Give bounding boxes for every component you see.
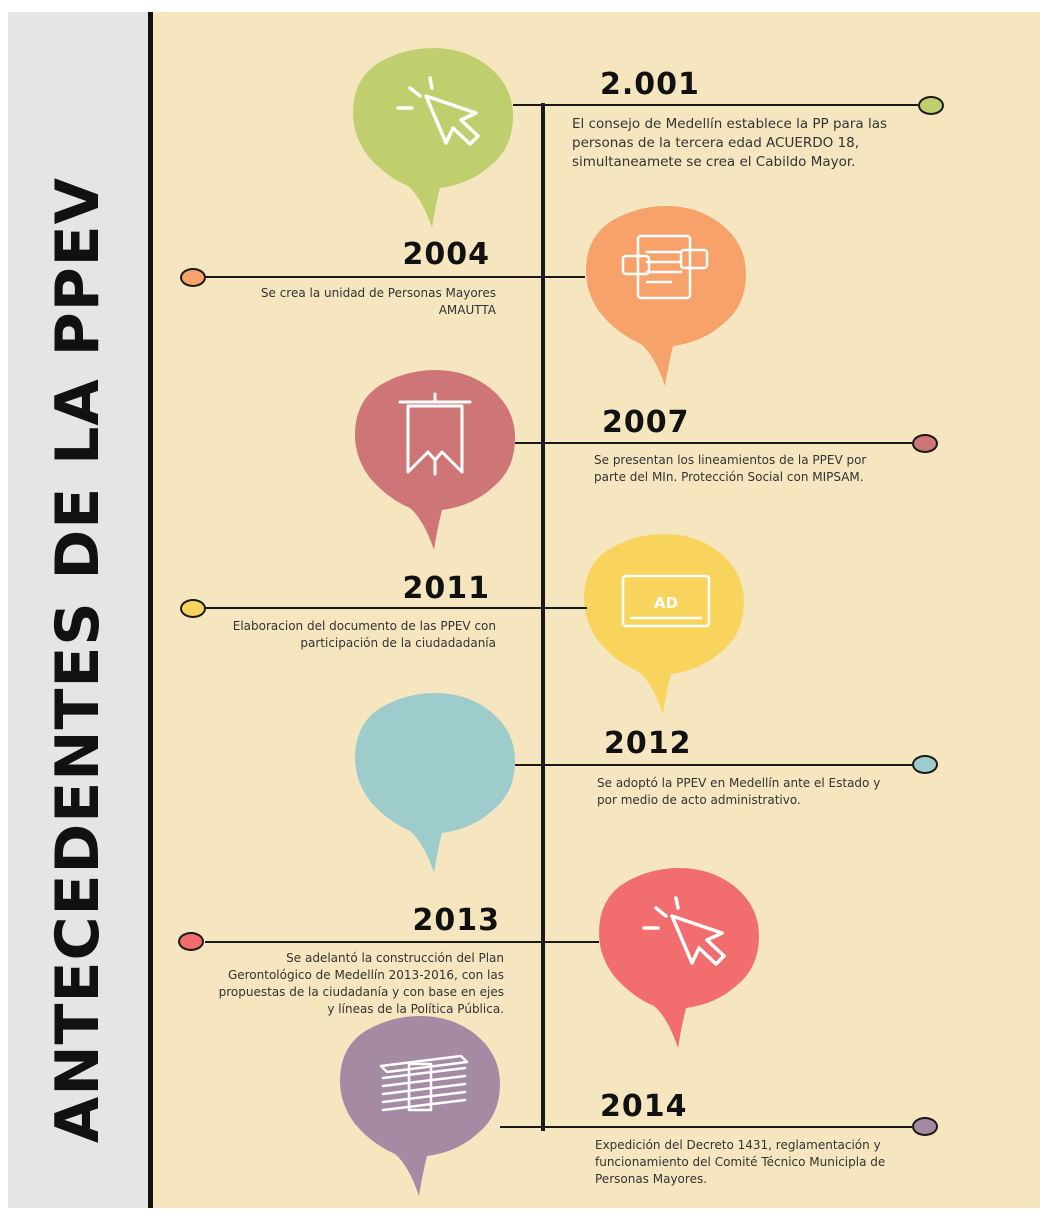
connector-line-2013 bbox=[205, 941, 599, 943]
bubble-shape bbox=[586, 206, 746, 386]
ad-screen-icon bbox=[621, 574, 711, 628]
page-title: ANTECEDENTES DE LA PPEV bbox=[43, 176, 113, 1144]
event-text-2012: Se adoptó la PPEV en Medellín ante el Es… bbox=[597, 776, 881, 807]
timeline-dot-2004 bbox=[180, 268, 206, 287]
timeline-dot-2013 bbox=[178, 932, 204, 951]
timeline-bubble-2014 bbox=[337, 1016, 503, 1202]
event-year-2001: 2.001 bbox=[600, 67, 700, 102]
cursor-click-icon bbox=[642, 896, 726, 966]
document-chat-icon bbox=[621, 234, 709, 300]
event-year-2014: 2014 bbox=[600, 1089, 688, 1124]
banner-icon bbox=[398, 392, 472, 476]
cursor-click-icon bbox=[396, 76, 480, 146]
timeline-dot-2011 bbox=[180, 599, 206, 618]
connector-line-2004 bbox=[205, 276, 585, 278]
timeline-bubble-2004 bbox=[583, 206, 749, 392]
event-text-2013: Se adelantó la construcción del Plan Ger… bbox=[218, 951, 504, 1016]
event-year-2012: 2012 bbox=[604, 726, 692, 761]
event-year-2007: 2007 bbox=[602, 405, 690, 440]
timeline-bubble-2013 bbox=[596, 868, 762, 1054]
sidebar-divider bbox=[148, 12, 153, 1208]
title-sidebar bbox=[8, 12, 148, 1208]
timeline-bubble-2007 bbox=[352, 370, 518, 556]
event-text-2004: Se crea la unidad de Personas Mayores AM… bbox=[260, 286, 496, 317]
bubble-shape bbox=[353, 48, 513, 228]
connector-line-2007 bbox=[515, 442, 912, 444]
money-stack-icon bbox=[379, 1054, 469, 1112]
timeline-dot-2012 bbox=[912, 755, 938, 774]
event-text-2014: Expedición del Decreto 1431, reglamentac… bbox=[595, 1138, 886, 1186]
connector-line-2014 bbox=[500, 1126, 912, 1128]
event-text-2001: El consejo de Medellín establece la PP p… bbox=[572, 116, 887, 170]
bubble-shape bbox=[355, 693, 515, 873]
event-text-2011: Elaboracion del documento de las PPEV co… bbox=[232, 619, 496, 650]
connector-line-2012 bbox=[515, 764, 912, 766]
timeline-bubble-2001 bbox=[350, 48, 516, 234]
event-year-2011: 2011 bbox=[402, 571, 490, 606]
timeline-dot-2001 bbox=[918, 96, 944, 115]
bubble-shape bbox=[584, 534, 744, 714]
event-year-2013: 2013 bbox=[412, 903, 500, 938]
ad-icon-label: AD bbox=[654, 594, 678, 612]
timeline-dot-2007 bbox=[912, 434, 938, 453]
connector-line-2001 bbox=[513, 104, 918, 106]
timeline-bubble-2012 bbox=[352, 693, 518, 879]
timeline-bubble-2011: AD bbox=[581, 534, 747, 720]
timeline-dot-2014 bbox=[912, 1117, 938, 1136]
event-text-2007: Se presentan los lineamientos de la PPEV… bbox=[594, 453, 867, 484]
connector-line-2011 bbox=[205, 607, 587, 609]
timeline-spine bbox=[541, 103, 545, 1131]
bubble-shape bbox=[599, 868, 759, 1048]
event-year-2004: 2004 bbox=[402, 237, 490, 272]
